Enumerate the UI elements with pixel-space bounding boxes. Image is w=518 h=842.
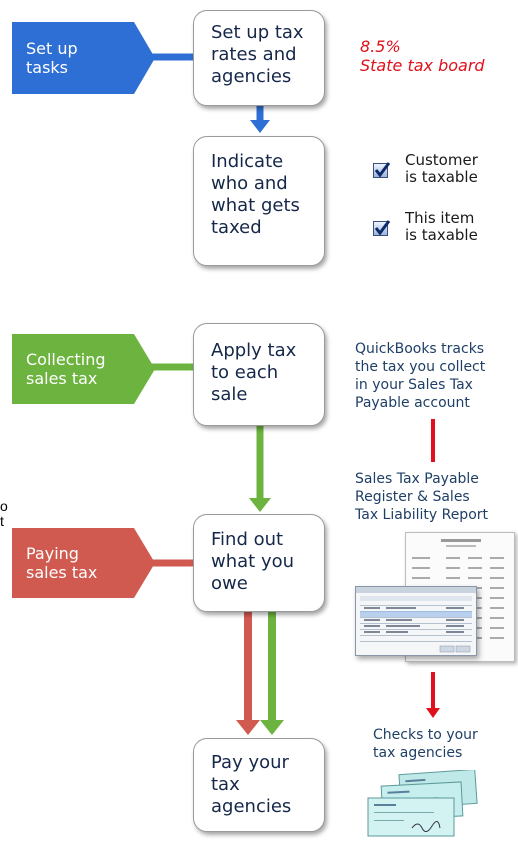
tax-agency-name: State tax board bbox=[360, 56, 485, 75]
tax-rate-value: 8.5% bbox=[360, 37, 401, 56]
note-line: tax agencies bbox=[373, 745, 463, 761]
step-line: sale bbox=[211, 384, 248, 405]
note-line: Checks to your bbox=[373, 727, 478, 743]
step-line: owe bbox=[211, 573, 248, 594]
step-line: Apply tax bbox=[211, 340, 297, 361]
step-line: to each bbox=[211, 362, 279, 383]
apply-down-arrow-head bbox=[249, 498, 271, 512]
customer-taxable-checkbox[interactable] bbox=[373, 162, 391, 178]
red-down-arrow-head bbox=[236, 720, 260, 735]
checks-image bbox=[360, 768, 480, 838]
step-pay-your-tax-agencies: Pay your tax agencies bbox=[193, 738, 325, 832]
collecting-tag-line1: Collecting bbox=[26, 350, 106, 369]
note-line: Payable account bbox=[355, 395, 470, 411]
step-line: agencies bbox=[211, 66, 292, 87]
step-line: taxed bbox=[211, 217, 262, 238]
step-line: rates and bbox=[211, 44, 297, 65]
checkbox-label-line: is taxable bbox=[405, 226, 478, 244]
step-line: Set up tax bbox=[211, 22, 304, 43]
tracks-note: QuickBooks tracks the tax you collect in… bbox=[355, 340, 485, 412]
step-find-out-what-you-owe: Find out what you owe bbox=[193, 514, 325, 612]
step-indicate-who-taxed: Indicate who and what gets taxed bbox=[193, 136, 325, 266]
step-set-up-tax-rates: Set up tax rates and agencies bbox=[193, 10, 325, 106]
checkbox-label-line: is taxable bbox=[405, 168, 478, 186]
step-line: Indicate bbox=[211, 151, 284, 172]
edge-fragment-2: t bbox=[0, 513, 4, 529]
item-taxable-checkbox[interactable] bbox=[373, 220, 391, 236]
sales-tax-register-image bbox=[355, 586, 477, 656]
green-down-arrow-head bbox=[260, 720, 284, 735]
note-line: Tax Liability Report bbox=[355, 507, 489, 523]
paying-tag-line1: Paying bbox=[26, 544, 79, 563]
checkbox-label-line: Customer bbox=[405, 151, 478, 169]
register-lines bbox=[356, 587, 476, 653]
edge-fragment-1: o bbox=[0, 498, 8, 514]
setup-down-arrow-head bbox=[250, 120, 270, 133]
checkbox-label-line: This item bbox=[405, 209, 475, 227]
check-front bbox=[367, 797, 455, 837]
collecting-tag-line2: sales tax bbox=[26, 369, 98, 388]
report-down-arrow-head bbox=[426, 708, 440, 718]
setup-tag-line1: Set up bbox=[26, 39, 78, 58]
customer-taxable-label: Customer is taxable bbox=[405, 152, 478, 186]
step-line: who and bbox=[211, 173, 288, 194]
step-line: Pay your bbox=[211, 752, 289, 773]
step-line: agencies bbox=[211, 796, 292, 817]
step-line: what you bbox=[211, 551, 295, 572]
checks-note: Checks to your tax agencies bbox=[373, 726, 478, 762]
setup-tag-line2: tasks bbox=[26, 58, 69, 77]
note-line: the tax you collect bbox=[355, 359, 486, 375]
register-note: Sales Tax Payable Register & Sales Tax L… bbox=[355, 470, 488, 524]
note-line: in your Sales Tax bbox=[355, 377, 473, 393]
note-line: QuickBooks tracks bbox=[355, 341, 485, 357]
step-line: Find out bbox=[211, 529, 284, 550]
paying-tag-line2: sales tax bbox=[26, 563, 98, 582]
note-line: Register & Sales bbox=[355, 489, 470, 505]
step-line: what gets bbox=[211, 195, 300, 216]
note-line: Sales Tax Payable bbox=[355, 471, 479, 487]
step-line: tax bbox=[211, 774, 240, 795]
step-apply-tax: Apply tax to each sale bbox=[193, 323, 325, 426]
item-taxable-label: This item is taxable bbox=[405, 210, 478, 244]
